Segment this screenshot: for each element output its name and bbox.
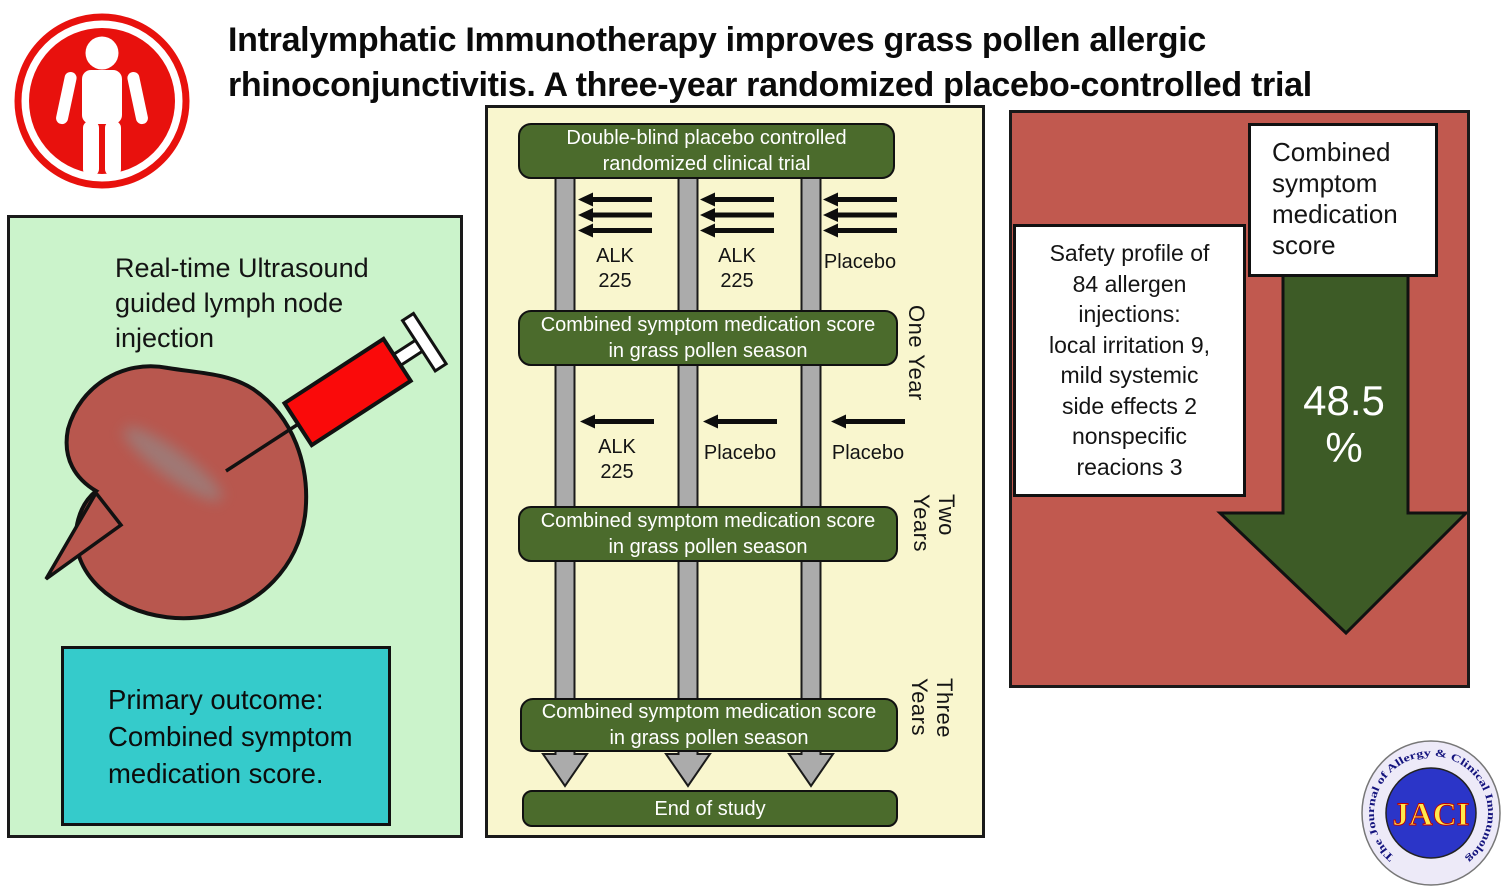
down-arrow-icon bbox=[1216, 261, 1467, 636]
timeline-label-three-years: Three Years bbox=[907, 678, 957, 738]
timeline-label-one-year: One Year bbox=[904, 305, 929, 401]
outcome-panel: 48.5 % Combined symptom medication score… bbox=[1009, 110, 1470, 688]
left-arrow-icon bbox=[703, 414, 777, 429]
left-arrow-icon bbox=[831, 414, 905, 429]
triple-left-arrow-icon bbox=[823, 192, 897, 238]
end-of-study-box: End of study bbox=[522, 790, 898, 827]
trial-design-box: Double-blind placebo controlled randomiz… bbox=[518, 123, 895, 179]
arm-year2-placebo: Placebo bbox=[701, 414, 779, 466]
arm-label: ALK 225 bbox=[718, 245, 756, 292]
primary-outcome-box: Primary outcome: Combined symptom medica… bbox=[61, 646, 391, 826]
timeline-label-two-years: Two Years bbox=[909, 494, 959, 552]
triple-left-arrow-icon bbox=[700, 192, 774, 238]
csms-box-year2: Combined symptom medication score in gra… bbox=[518, 506, 898, 562]
jaci-logo: The Journal of Allergy & Clinical Immuno… bbox=[1357, 732, 1501, 886]
arm-label: ALK 225 bbox=[598, 436, 636, 483]
timeline-bars bbox=[541, 155, 835, 788]
arm-label: Placebo bbox=[823, 251, 897, 273]
arm-year1-alk: ALK 225 bbox=[576, 192, 654, 294]
arm-label: Placebo bbox=[703, 442, 777, 464]
ultrasound-smudge bbox=[123, 426, 223, 502]
figure-title: Intralymphatic Immunotherapy improves gr… bbox=[228, 21, 1312, 104]
lymph-node-shape bbox=[64, 364, 309, 621]
safety-profile-box: Safety profile of 84 allergen injections… bbox=[1013, 224, 1246, 497]
csms-box-year1: Combined symptom medication score in gra… bbox=[518, 310, 898, 366]
reduction-value: 48.5 % bbox=[1303, 377, 1385, 471]
lymph-vessel-spike bbox=[44, 489, 124, 581]
arm-label: Placebo bbox=[831, 442, 905, 464]
arm-label: ALK 225 bbox=[596, 245, 634, 292]
arm-year2-alk: ALK 225 bbox=[578, 414, 656, 485]
triple-left-arrow-icon bbox=[578, 192, 652, 238]
injection-heading: Real-time Ultrasound guided lymph node i… bbox=[115, 253, 369, 353]
jaci-acronym: JACI bbox=[1392, 797, 1469, 833]
trial-flow-panel: Double-blind placebo controlled randomiz… bbox=[485, 105, 985, 838]
injection-panel: Real-time Ultrasound guided lymph node i… bbox=[7, 215, 463, 838]
lymph-node-injection-illustration bbox=[18, 311, 463, 656]
human-figure-icon bbox=[12, 6, 192, 196]
arm-year2-placebo-2: Placebo bbox=[829, 414, 907, 466]
csms-box-year3: Combined symptom medication score in gra… bbox=[520, 698, 898, 752]
arm-year1-alk-2: ALK 225 bbox=[698, 192, 776, 294]
syringe-icon bbox=[225, 311, 449, 473]
arm-year1-placebo: Placebo bbox=[821, 192, 899, 275]
combined-score-box: Combined symptom medication score bbox=[1248, 123, 1438, 277]
left-arrow-icon bbox=[580, 414, 654, 429]
